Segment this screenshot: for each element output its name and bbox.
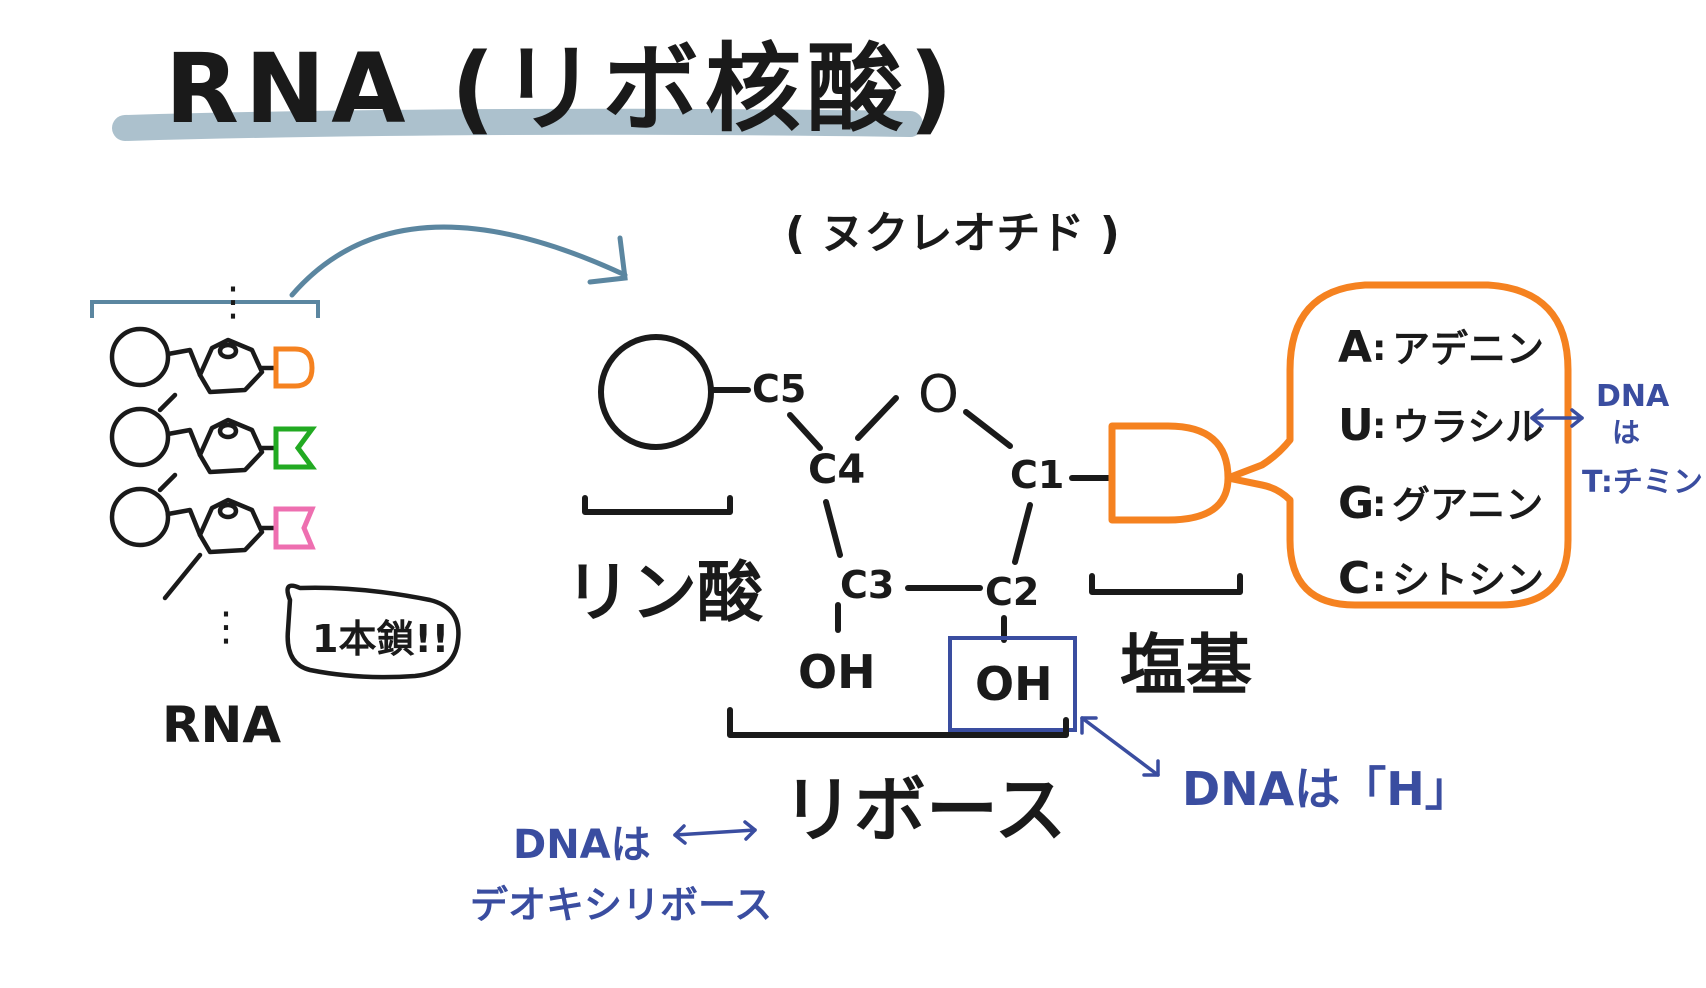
strand-label: RNA [162,696,281,754]
base-name-u: ウラシル [1392,405,1543,449]
carbon-c4: C4 [808,447,865,493]
ribose-label: リボース [782,768,1066,852]
base-colon-c: : [1372,559,1386,600]
oh-c2-highlight-box [948,636,1077,732]
base-colon-u: : [1372,406,1386,447]
base-label: 塩基 [1120,627,1252,704]
base-letter-c: C [1338,553,1370,604]
thymine-note: DNA は T:チミン [1530,379,1703,500]
base-letter-u: U [1338,400,1374,451]
nucleotide-label: ( ヌクレオチド ) [785,208,1120,259]
ribose-bracket [727,707,1069,738]
base-letter-g: G [1338,478,1374,529]
deoxy-note-line2: デオキシリボース [470,883,772,927]
strand-dots-top: ⋮ [213,279,253,325]
oh-c3: OH [798,645,876,699]
phosphate-bracket [582,495,733,515]
phosphate-label: リン酸 [565,554,764,631]
base-name-a: アデニン [1392,327,1544,371]
deoxy-note-line1: DNAは [513,822,651,868]
title-underline [112,108,923,141]
base-name-g: グアニン [1392,483,1543,527]
thymine-note-line3: T:チミン [1582,465,1703,500]
page-title: RNA (リボ核酸) [165,33,959,145]
hydrogen-note-text: DNAは「H」 [1182,762,1471,816]
callout-text: 1本鎖!! [312,617,449,661]
deoxyribose-note: DNAは デオキシリボース [470,820,772,927]
strand-nucleotide-3 [109,472,316,601]
oh-c2: OH [975,657,1053,711]
base-colon-g: : [1372,484,1386,525]
strand-nucleotide-2 [109,392,317,475]
strand-bracket [90,300,320,318]
bases-box: A : アデニン U : ウラシル G : グアニン C : シトシン [1224,281,1572,609]
base-row-a: A : アデニン [1338,322,1544,373]
title-group: RNA (リボ核酸) [112,33,959,145]
ring-oxygen: O [918,365,959,425]
base-row-u: U : ウラシル [1338,400,1543,451]
base-name-c: シトシン [1392,558,1544,602]
base-row-c: C : シトシン [1338,553,1544,604]
carbon-c1: C1 [1010,453,1064,497]
thymine-note-line2: は [1612,416,1640,449]
hydrogen-note: DNAは「H」 [1080,716,1471,816]
base-letter-a: A [1338,322,1372,373]
expand-arrow [289,224,628,298]
base-shape [1108,422,1232,524]
carbon-c2: C2 [985,570,1039,614]
base-colon-a: : [1372,328,1386,369]
nucleotide-structure: C5 O C4 C1 C3 C2 OH OH リン酸 塩基 リボース [565,334,1252,852]
strand-dots-bottom: ⋮ [206,604,246,650]
carbon-c5: C5 [752,367,806,411]
thymine-note-line1: DNA [1596,379,1670,414]
base-bracket [1089,573,1243,595]
rna-strand: ⋮ ⋮ [90,279,461,754]
phosphate-circle [598,334,714,450]
base-row-g: G : グアニン [1338,478,1543,529]
single-strand-callout: 1本鎖!! [285,583,461,680]
carbon-c3: C3 [840,563,894,607]
strand-nucleotide-1 [109,326,315,395]
